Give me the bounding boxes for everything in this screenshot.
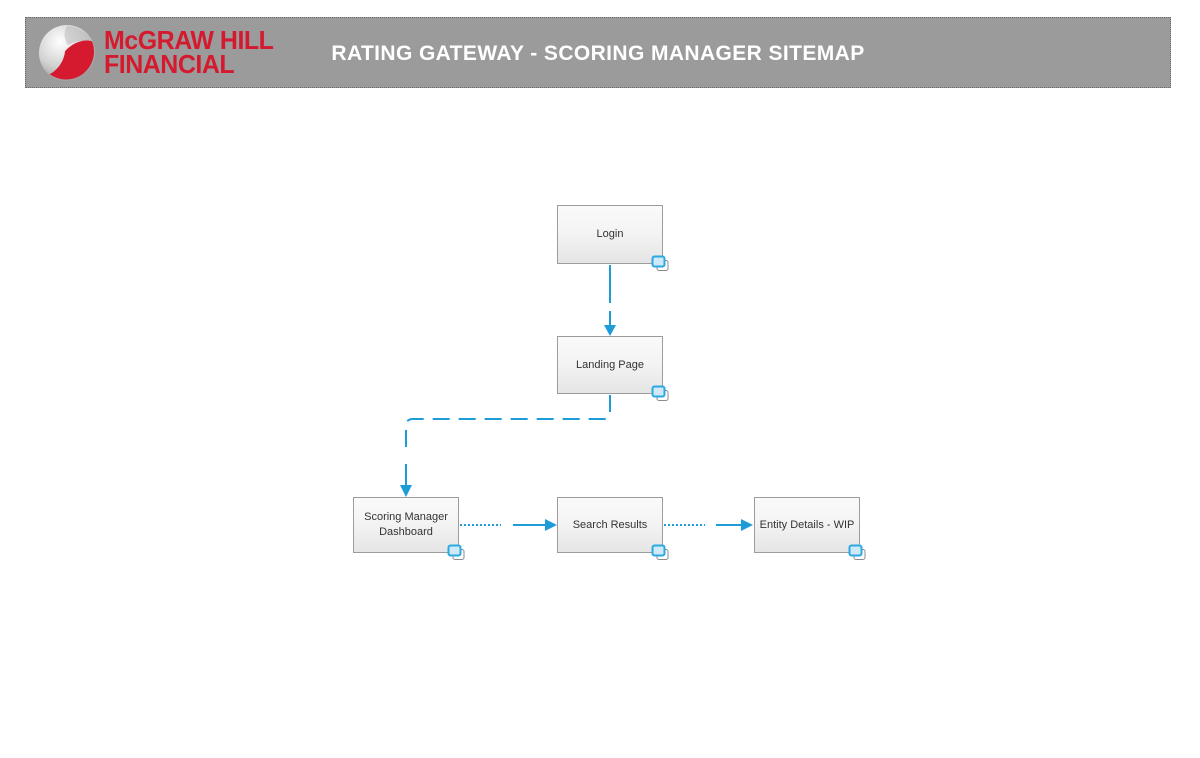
edge-scoring-manager-dashboard-to-search-results bbox=[460, 519, 557, 531]
node-landing-page[interactable]: Landing Page bbox=[557, 336, 669, 401]
page-icon bbox=[651, 544, 669, 560]
edge-login-to-landing-page bbox=[604, 265, 616, 336]
logo-line2: FINANCIAL bbox=[104, 48, 235, 79]
edge-search-results-to-entity-details bbox=[664, 519, 753, 531]
node-login[interactable]: Login bbox=[557, 205, 669, 271]
node-search-results[interactable]: Search Results bbox=[557, 497, 669, 560]
node-landing-page-label: Landing Page bbox=[576, 358, 644, 371]
edge-landing-page-to-scoring-manager-dashboard bbox=[400, 395, 611, 497]
mcgraw-hill-logo: McGRAW HILL FINANCIAL bbox=[38, 24, 281, 82]
page-icon bbox=[651, 255, 669, 271]
node-entity-details-wip[interactable]: Entity Details - WIP bbox=[754, 497, 866, 560]
page-title: RATING GATEWAY - SCORING MANAGER SITEMAP bbox=[331, 41, 865, 65]
logo-wordmark: McGRAW HILL FINANCIAL bbox=[104, 24, 274, 79]
node-scoring-manager-dashboard-label: Scoring Manager Dashboard bbox=[364, 511, 448, 538]
logo-line1: McGRAW HILL bbox=[104, 24, 274, 55]
node-search-results-label: Search Results bbox=[572, 518, 648, 531]
node-scoring-manager-dashboard[interactable]: Scoring Manager Dashboard bbox=[353, 497, 465, 560]
page-icon bbox=[848, 544, 866, 560]
page-icon bbox=[447, 544, 465, 560]
node-entity-details-wip-label: Entity Details - WIP bbox=[759, 518, 855, 531]
page-icon bbox=[651, 385, 669, 401]
header-banner: McGRAW HILL FINANCIAL RATING GATEWAY - S… bbox=[25, 17, 1171, 88]
node-login-label: Login bbox=[596, 228, 624, 241]
sphere-logo-icon bbox=[38, 24, 96, 81]
